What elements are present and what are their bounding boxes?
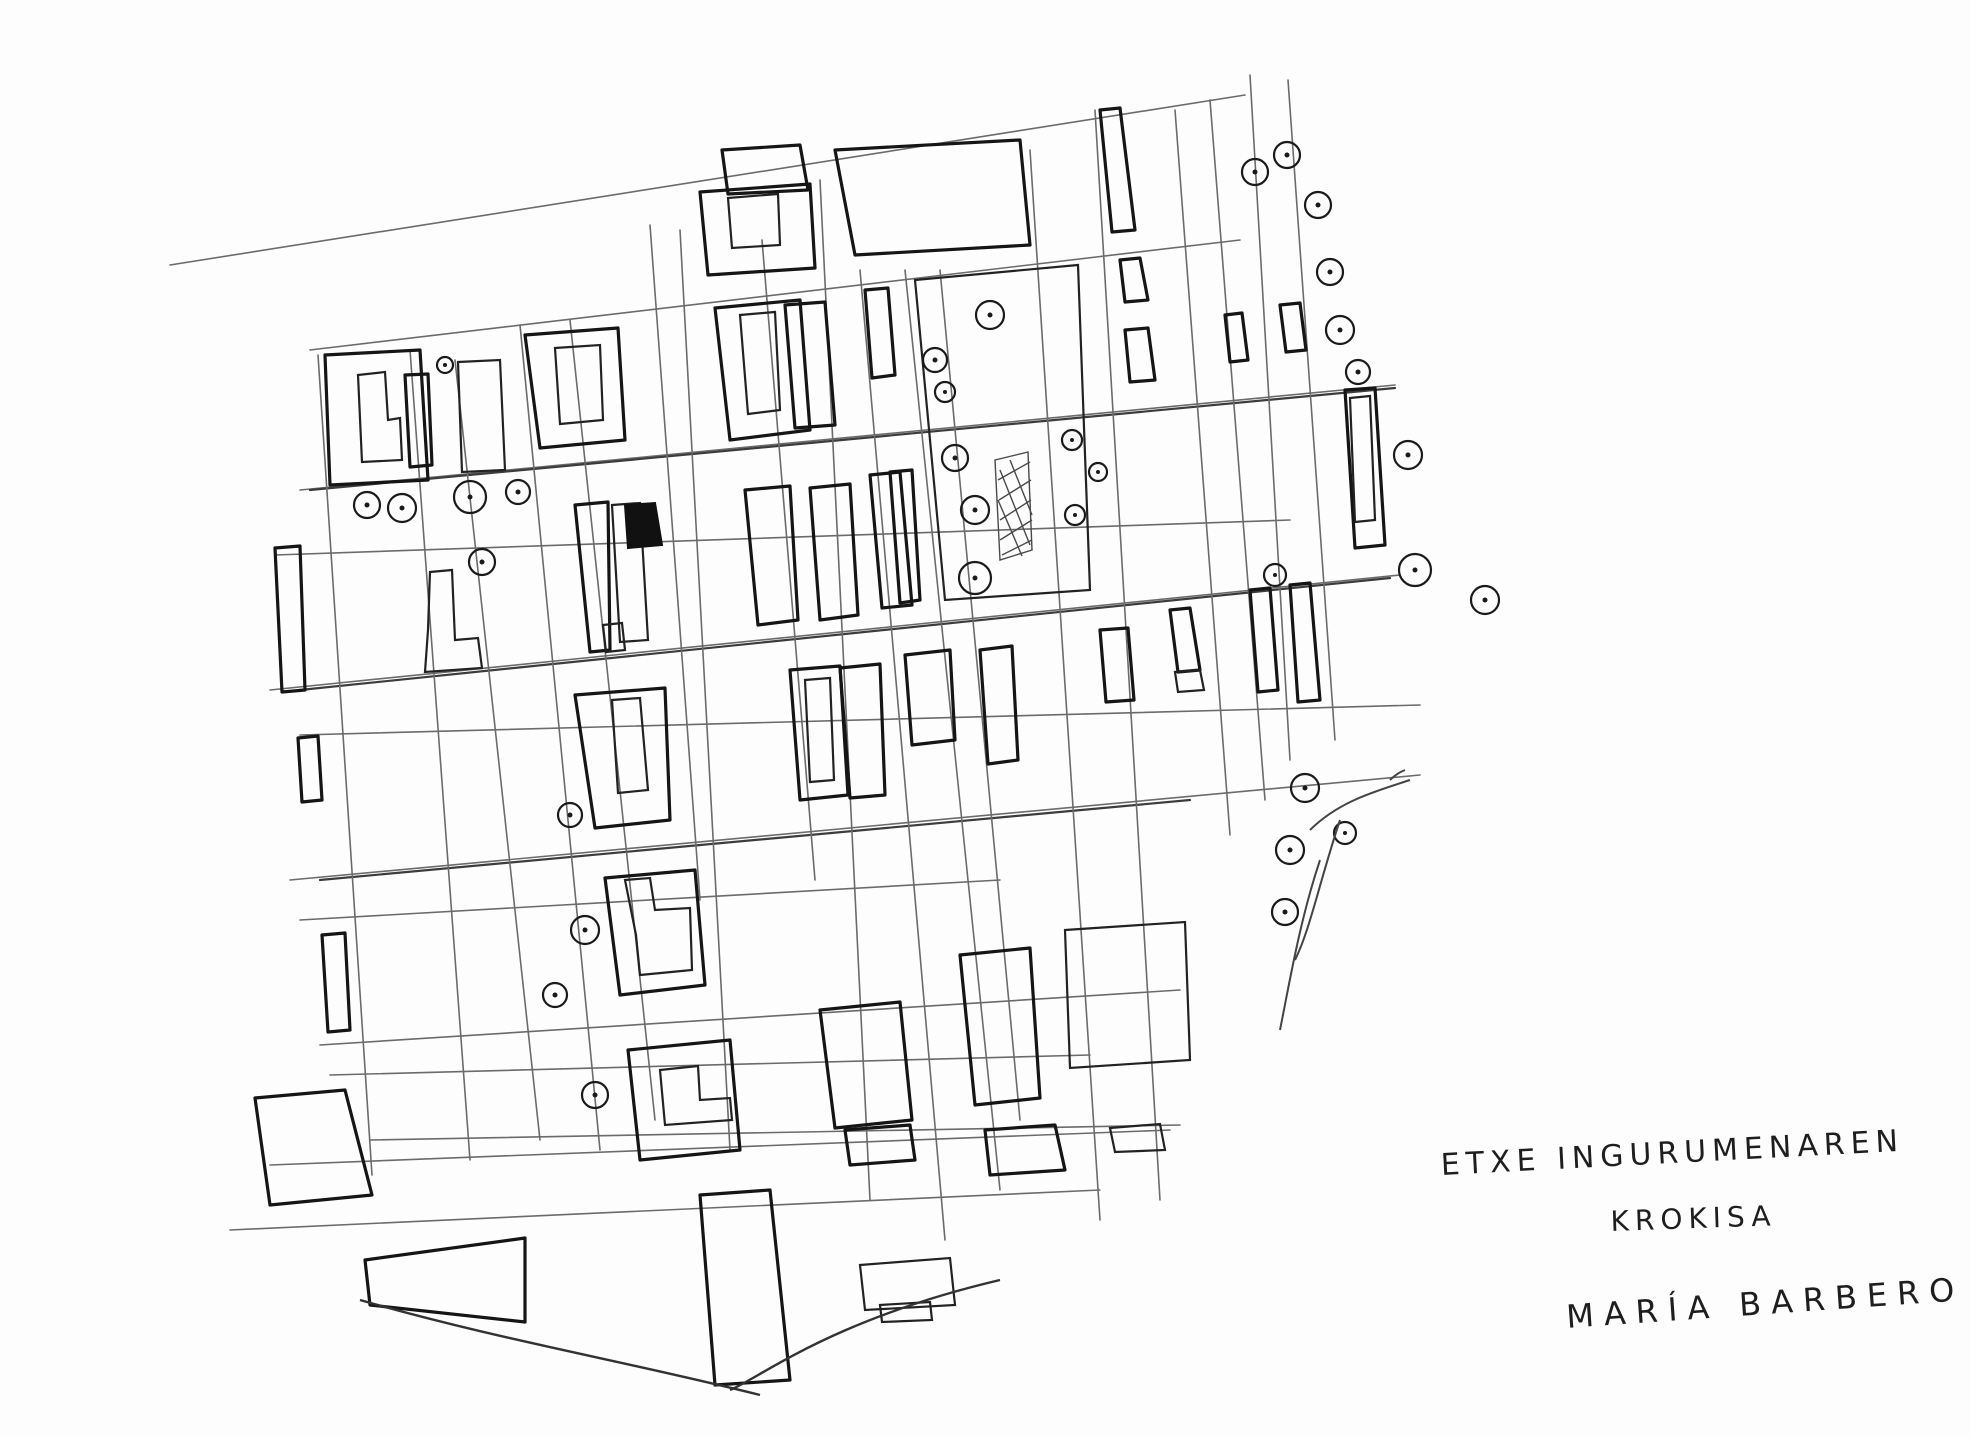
street-grid-vertical bbox=[317, 74, 1336, 1241]
tree-icon bbox=[1397, 552, 1433, 588]
tree-icon bbox=[933, 380, 957, 404]
tree-icon bbox=[386, 492, 418, 524]
buildings-top bbox=[698, 138, 1032, 442]
park-area bbox=[913, 263, 1092, 602]
buildings-center-left bbox=[523, 326, 742, 1162]
tree-icon bbox=[1063, 503, 1087, 527]
tree-icon bbox=[1392, 439, 1424, 471]
tree-icon bbox=[504, 478, 532, 506]
tree-icon bbox=[1315, 257, 1345, 287]
tree-icon bbox=[1274, 834, 1306, 866]
tree-icon bbox=[959, 494, 991, 526]
tree-icon bbox=[1303, 190, 1333, 220]
tree-icon bbox=[957, 560, 993, 596]
tree-icon bbox=[1344, 358, 1372, 386]
tree-icon bbox=[1324, 314, 1356, 346]
tree-icon bbox=[452, 479, 488, 515]
tree-icon bbox=[352, 490, 382, 520]
tree-icon bbox=[940, 443, 970, 473]
tree-icon bbox=[1332, 820, 1358, 846]
tree-icon bbox=[1262, 562, 1288, 588]
tree-icon bbox=[435, 355, 455, 375]
buildings-middle bbox=[743, 468, 1322, 802]
sketch-title-line2: KROKISA bbox=[1610, 1199, 1777, 1238]
own-house-highlight bbox=[623, 501, 664, 550]
buildings-lower bbox=[698, 920, 1192, 1387]
tree-icon bbox=[1087, 461, 1109, 483]
tree-icon bbox=[569, 914, 601, 946]
buildings-left-column bbox=[253, 348, 527, 1324]
tree-icon bbox=[1272, 140, 1302, 170]
tree-icon bbox=[921, 346, 949, 374]
trees bbox=[352, 140, 1501, 1110]
buildings-right bbox=[1098, 106, 1387, 550]
curved-path bbox=[359, 769, 1411, 1397]
tree-icon bbox=[541, 981, 569, 1009]
tree-icon bbox=[467, 547, 497, 577]
tree-icon bbox=[1469, 584, 1501, 616]
tree-icon bbox=[1270, 897, 1300, 927]
tree-icon bbox=[1060, 428, 1084, 452]
street-grid-horizontal bbox=[169, 94, 1421, 1231]
tree-icon bbox=[1240, 157, 1270, 187]
tree-icon bbox=[1289, 772, 1321, 804]
main-street-lines bbox=[298, 386, 1397, 882]
tree-icon bbox=[580, 1080, 610, 1110]
tree-icon bbox=[974, 299, 1006, 331]
tree-icon bbox=[556, 801, 584, 829]
